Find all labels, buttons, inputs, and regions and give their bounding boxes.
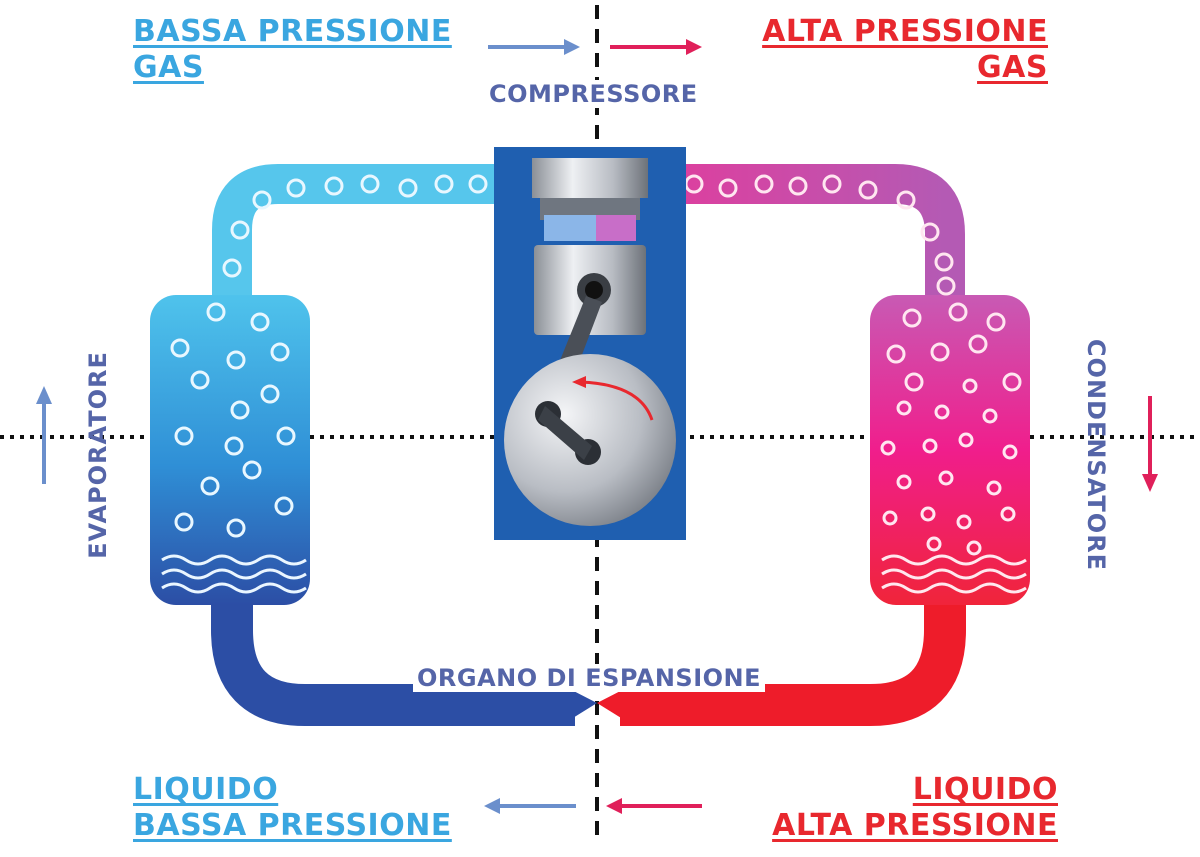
evaporator-label: EVAPORATORE [84, 351, 112, 559]
arrow-low-pressure-gas-icon [488, 39, 580, 55]
pipe-low-pressure-gas [212, 164, 535, 300]
low-pressure-gas-label: BASSA PRESSIONE GAS [133, 14, 452, 85]
pipe-high-pressure-gas [640, 164, 965, 300]
evaporator-waves [161, 554, 307, 594]
rotation-arrow-icon [579, 380, 654, 421]
condenser-tank [870, 295, 1030, 605]
condenser-label: CONDENSATORE [1082, 338, 1110, 572]
cold-bubbles [170, 174, 522, 538]
low-pressure-liquid-label: LIQUIDO BASSA PRESSIONE [133, 772, 452, 843]
pipe-high-pressure-liquid [620, 590, 966, 726]
arrow-condenser-down-icon [1142, 396, 1158, 492]
high-pressure-liquid-label: LIQUIDO ALTA PRESSIONE [772, 772, 1058, 843]
arrow-high-pressure-gas-icon [610, 39, 702, 55]
expansion-valve-label: ORGANO DI ESPANSIONE [413, 664, 766, 692]
compressor-label: COMPRESSORE [487, 80, 700, 108]
compressor-illustration [494, 147, 686, 540]
arrow-low-pressure-liquid-icon [484, 798, 576, 814]
high-pressure-gas-label: ALTA PRESSIONE GAS [762, 14, 1048, 85]
expansion-valve [560, 684, 597, 726]
pipe-low-pressure-liquid [211, 590, 575, 726]
arrow-high-pressure-liquid-icon [606, 798, 702, 814]
condenser-waves [881, 554, 1027, 594]
arrow-evaporator-up-icon [36, 386, 52, 484]
